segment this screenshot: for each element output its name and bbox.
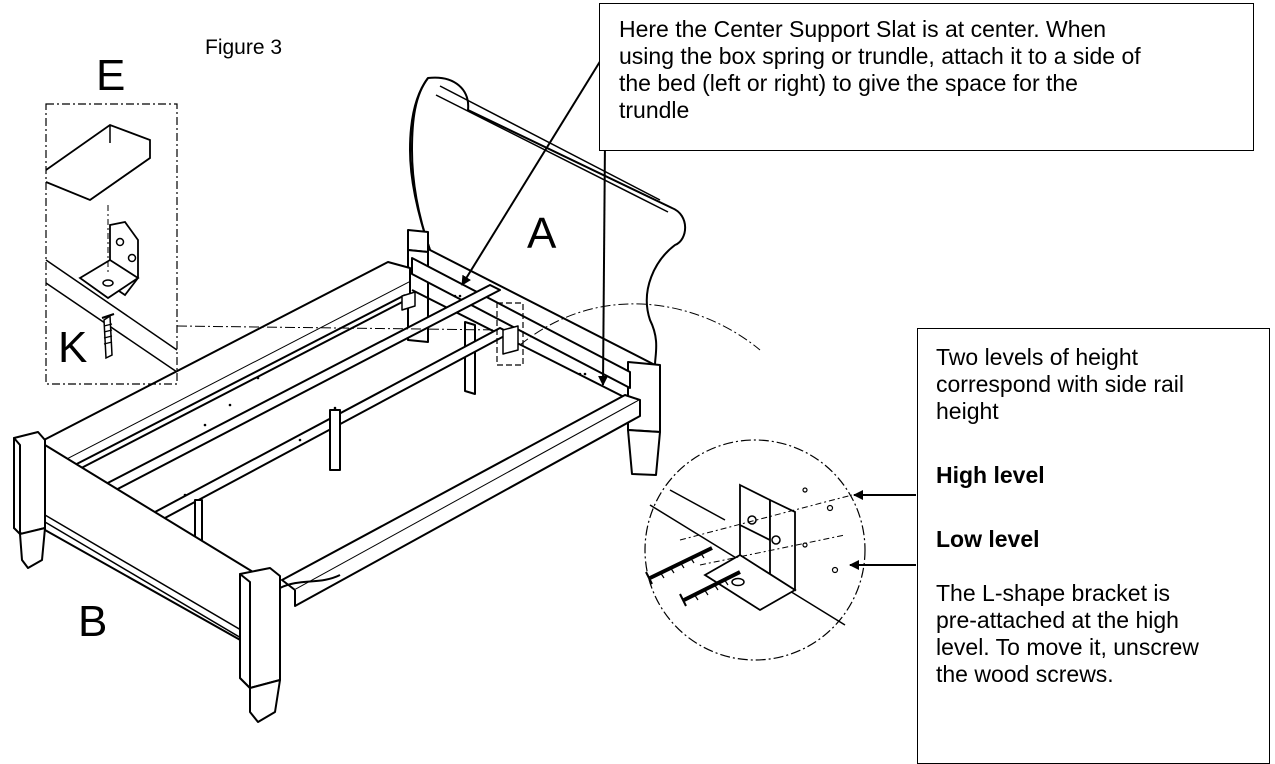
arrow-to-side-rail: [598, 139, 609, 386]
rail-hole-marks: [183, 294, 587, 497]
footboard-drawing: [13, 431, 341, 723]
callout-line: level. To move it, unscrew: [936, 634, 1199, 660]
arrow-to-center-slat: [461, 54, 605, 286]
callout-line: correspond with side rail: [936, 371, 1185, 397]
callout-line: Two levels of height: [936, 344, 1139, 370]
part-label-footboard: B: [78, 597, 108, 646]
callout-arrows: [461, 54, 916, 570]
bracket-detail-circle: [519, 303, 866, 661]
low-level-label: Low level: [936, 526, 1040, 552]
bed-frame-rails: [39, 261, 641, 607]
callout-line: trundle: [619, 97, 690, 123]
callout-line: height: [936, 398, 999, 424]
high-level-label: High level: [936, 462, 1045, 488]
callout-line: Here the Center Support Slat is at cente…: [619, 16, 1107, 42]
detail-view-e: [45, 103, 501, 385]
height-levels-callout: Two levels of height correspond with sid…: [917, 328, 1270, 764]
part-label-screw-k: K: [58, 323, 88, 372]
callout-line: the bed (left or right) to give the spac…: [619, 70, 1078, 96]
callout-line: the wood screws.: [936, 661, 1114, 687]
callout-line: pre-attached at the high: [936, 607, 1179, 633]
callout-line: using the box spring or trundle, attach …: [619, 43, 1141, 69]
headboard-drawing: [407, 76, 687, 476]
callout-line: The L-shape bracket is: [936, 580, 1170, 606]
part-label-headboard: A: [527, 209, 557, 258]
figure-label: Figure 3: [205, 36, 283, 59]
part-label-detail-e: E: [96, 51, 126, 100]
center-slat-callout: Here the Center Support Slat is at cente…: [599, 3, 1254, 151]
